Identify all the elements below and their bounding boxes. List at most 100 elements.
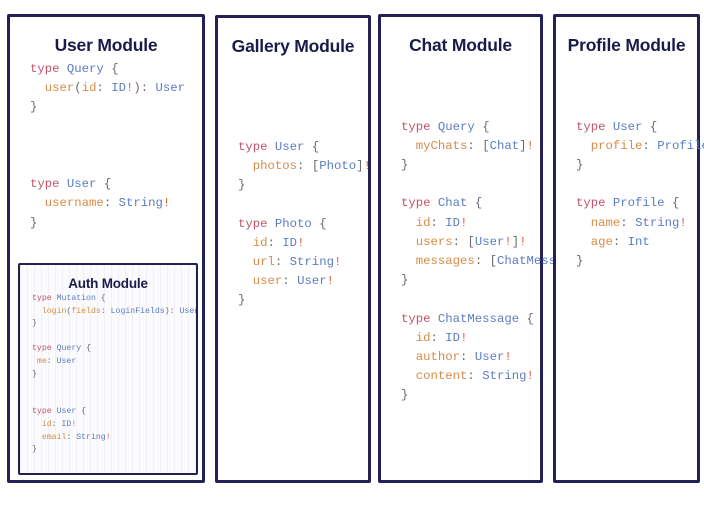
code-token: : xyxy=(460,350,475,365)
code-token: type xyxy=(32,407,57,417)
code-token: : xyxy=(642,138,658,153)
code-line xyxy=(238,119,360,138)
code-token: User xyxy=(474,234,505,249)
code-token: User xyxy=(297,274,327,289)
code-token: : xyxy=(452,234,468,249)
code-token xyxy=(401,139,416,153)
code-line xyxy=(238,195,360,214)
code-line: type User { xyxy=(238,138,360,157)
module-card-profile-module[interactable]: Profile Module type User { profile: Prof… xyxy=(553,14,704,483)
code-line xyxy=(32,394,191,407)
code-line xyxy=(30,156,194,175)
module-card-chat-module[interactable]: Chat Module type Query { myChats: [Chat]… xyxy=(378,14,593,483)
code-token: url xyxy=(252,255,275,270)
code-token: } xyxy=(32,319,37,329)
code-token: : xyxy=(612,234,628,249)
code-token: type xyxy=(576,196,613,211)
code-token xyxy=(401,216,416,230)
code-line xyxy=(401,290,532,309)
code-line: type User { xyxy=(30,175,194,194)
code-token: String xyxy=(76,432,106,442)
code-token: LoginFields xyxy=(110,306,165,316)
code-token xyxy=(576,139,591,153)
code-line: username: String! xyxy=(30,194,194,213)
code-line: type User { xyxy=(32,406,191,419)
code-token: Chat xyxy=(489,138,520,153)
code-wrapper: type User { photos: [Photo]!} type Photo… xyxy=(218,61,371,311)
code-wrapper: type User { profile: Profile!} type Prof… xyxy=(556,60,704,271)
code-token: ] xyxy=(519,138,527,153)
code-line: id: ID! xyxy=(401,214,532,233)
code-token: User xyxy=(474,350,505,365)
code-token: Query xyxy=(56,344,82,354)
code-line: user(id: ID!): User xyxy=(30,79,194,98)
graphql-schema-code: type Mutation { login(fields: LoginField… xyxy=(32,293,196,457)
module-title: Auth Module xyxy=(68,276,148,291)
code-token: ( xyxy=(66,306,72,316)
code-token: : xyxy=(267,235,283,250)
code-token: { xyxy=(474,119,490,134)
code-line xyxy=(576,175,689,194)
code-line: type Query { xyxy=(401,118,532,137)
code-token: ( xyxy=(74,81,82,96)
code-token: : xyxy=(96,81,112,96)
code-line: } xyxy=(30,98,194,117)
code-token: { xyxy=(304,139,320,154)
code-token: ID xyxy=(282,235,298,250)
code-token: : xyxy=(620,215,636,230)
code-token: users xyxy=(415,234,453,249)
code-token: { xyxy=(311,216,327,231)
code-token: ! xyxy=(504,234,512,249)
code-line: type User { xyxy=(576,118,689,137)
code-line xyxy=(238,61,360,80)
code-token: ! xyxy=(363,159,371,174)
code-token: : xyxy=(467,138,483,153)
code-token: type xyxy=(401,311,438,326)
code-token: [ xyxy=(467,234,475,249)
code-line xyxy=(238,80,360,99)
code-line: content: String! xyxy=(401,367,534,386)
graphql-schema-code: type User { photos: [Photo]!} type Photo… xyxy=(238,61,371,311)
code-token: User xyxy=(155,81,186,96)
code-token: } xyxy=(238,178,246,193)
code-line: id: ID! xyxy=(238,234,360,253)
graphql-schema-code: type Query { user(id: ID!): User} type U… xyxy=(30,60,194,233)
code-token xyxy=(576,216,591,230)
code-token: user xyxy=(252,274,283,289)
graphql-schema-code: type User { profile: Profile!} type Prof… xyxy=(576,60,704,271)
code-token: ): xyxy=(133,81,156,96)
code-token: Photo xyxy=(274,216,312,231)
code-line: type Query { xyxy=(30,60,194,79)
module-card-gallery-module[interactable]: Gallery Module type User { photos: [Phot… xyxy=(215,15,371,483)
code-token: user xyxy=(44,81,75,96)
code-token: type xyxy=(401,119,438,134)
code-token: ! xyxy=(125,81,134,96)
code-line: } xyxy=(576,252,689,271)
code-line: myChats: [Chat]! xyxy=(401,137,534,156)
code-token: : xyxy=(467,369,483,384)
code-token: ID xyxy=(445,215,461,230)
code-token: Mutation xyxy=(56,294,96,303)
code-line xyxy=(30,118,194,137)
code-token: profile xyxy=(590,138,643,153)
code-token: : xyxy=(46,356,57,366)
code-wrapper: type Query { myChats: [Chat]!} type Chat… xyxy=(381,60,593,406)
code-token: id xyxy=(81,81,97,96)
code-token: ! xyxy=(504,350,512,365)
module-card-auth-module[interactable]: Auth Module type Mutation { login(fields:… xyxy=(18,263,198,475)
code-line: } xyxy=(238,176,360,195)
code-token: } xyxy=(401,273,409,288)
code-token: } xyxy=(576,254,584,269)
code-token: Int xyxy=(627,234,650,249)
code-token: String xyxy=(482,369,527,384)
code-token: ! xyxy=(526,138,534,153)
code-token: User xyxy=(56,407,77,417)
code-token: id xyxy=(415,330,431,345)
code-line xyxy=(30,137,194,156)
code-line: } xyxy=(401,156,532,175)
code-line: } xyxy=(32,444,191,457)
code-token: age xyxy=(590,234,613,249)
code-line: type Photo { xyxy=(238,215,360,234)
